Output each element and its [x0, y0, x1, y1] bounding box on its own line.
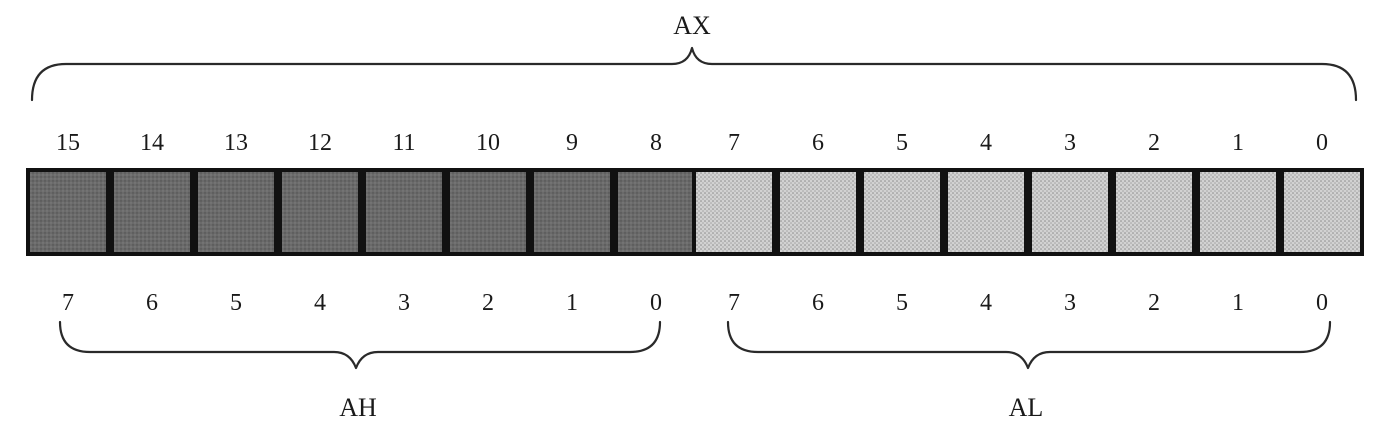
al-bit-number: 0 [1316, 290, 1328, 316]
ax-bit-number: 15 [56, 130, 80, 156]
ax-bit-number: 8 [650, 130, 662, 156]
al-bit-number: 1 [1232, 290, 1244, 316]
ax-bit-number: 10 [476, 130, 500, 156]
ah-bit-number: 0 [650, 290, 662, 316]
ah-bit-cell-fill-2 [450, 172, 526, 252]
al-bit-number: 4 [980, 290, 992, 316]
al-bit-cell-fill-5 [864, 172, 940, 252]
ax-label: AX [673, 11, 711, 40]
al-bit-cell-fill-6 [780, 172, 856, 252]
al-bit-cell-fill-0 [1284, 172, 1360, 252]
al-bit-cell-fill-7 [696, 172, 772, 252]
al-bit-cell-fill-4 [948, 172, 1024, 252]
ah-bit-number: 7 [62, 290, 74, 316]
al-brace [726, 320, 1332, 370]
al-bit-cell-fill-3 [1032, 172, 1108, 252]
ah-bit-cell-fill-0 [618, 172, 694, 252]
ah-bit-number: 6 [146, 290, 158, 316]
ax-bit-number: 11 [392, 130, 415, 156]
ah-bit-number: 2 [482, 290, 494, 316]
ah-bit-number: 4 [314, 290, 326, 316]
al-label: AL [1009, 393, 1044, 422]
ax-bit-number: 2 [1148, 130, 1160, 156]
ah-bit-number: 5 [230, 290, 242, 316]
ax-bit-number: 7 [728, 130, 740, 156]
ax-brace [30, 46, 1358, 102]
al-cells [692, 168, 1364, 256]
ax-bit-number: 4 [980, 130, 992, 156]
ax-bit-number: 1 [1232, 130, 1244, 156]
al-bit-number: 3 [1064, 290, 1076, 316]
ah-bit-cell-fill-7 [30, 172, 106, 252]
al-bit-cell-fill-1 [1200, 172, 1276, 252]
ah-bit-cell-fill-5 [198, 172, 274, 252]
ax-bit-number: 0 [1316, 130, 1328, 156]
ax-bit-number: 3 [1064, 130, 1076, 156]
ah-brace [58, 320, 662, 370]
ax-bit-number: 9 [566, 130, 578, 156]
ah-bit-numbers: 7 6 5 4 3 2 1 0 [62, 290, 662, 316]
al-bit-number: 6 [812, 290, 824, 316]
al-bit-numbers: 7 6 5 4 3 2 1 0 [728, 290, 1328, 316]
ah-cells [26, 168, 698, 256]
ah-label: AH [339, 393, 377, 422]
ah-bit-number: 3 [398, 290, 410, 316]
ax-bit-number: 6 [812, 130, 824, 156]
ah-bit-cell-fill-1 [534, 172, 610, 252]
ah-bit-cell-fill-3 [366, 172, 442, 252]
ax-bit-number: 5 [896, 130, 908, 156]
al-bit-number: 7 [728, 290, 740, 316]
ax-bit-number: 14 [140, 130, 164, 156]
ax-bit-number: 13 [224, 130, 248, 156]
ax-bit-number: 12 [308, 130, 332, 156]
al-bit-number: 2 [1148, 290, 1160, 316]
al-bit-number: 5 [896, 290, 908, 316]
ah-bit-cell-fill-4 [282, 172, 358, 252]
ah-bit-number: 1 [566, 290, 578, 316]
ah-bit-cell-fill-6 [114, 172, 190, 252]
al-bit-cell-fill-2 [1116, 172, 1192, 252]
